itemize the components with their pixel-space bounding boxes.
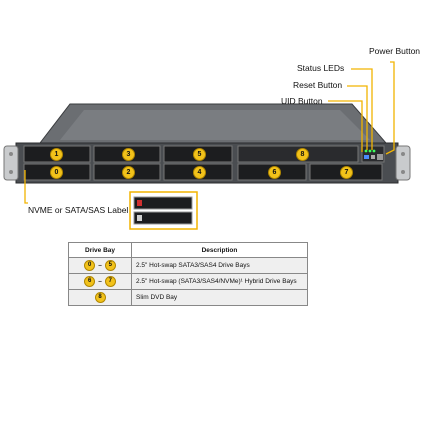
table-row: 6–7 2.5" Hot-swap (SATA3/SAS4/NVMe)¹ Hyb… [68,273,308,290]
bay-range-cell: 6–7 [68,273,132,290]
reset-button-shape [371,155,375,159]
label-inset-drive-top [133,196,193,210]
rack-ear-right [395,145,411,181]
bay-badge-4: 4 [193,166,206,179]
bay-badge: 7 [104,276,116,287]
reset-button-callout: Reset Button [293,80,343,90]
status-leds-callout: Status LEDs [297,63,345,73]
chassis-top-cover-shade [60,110,370,140]
bay-badge-2: 2 [122,166,135,179]
header-description: Description [131,242,308,258]
description-cell: Slim DVD Bay [131,289,308,306]
callout-lines [24,61,395,204]
bay-badge: 0 [84,260,96,271]
bay-badge: 8 [94,292,106,303]
bay-badge-3: 3 [122,148,135,161]
rack-ear-left [3,145,19,181]
bay-badge: 5 [104,260,116,271]
table-row: 0–5 2.5" Hot-swap SATA3/SAS4 Drive Bays [68,257,308,274]
drive-bay-table: Drive Bay Description 0–5 2.5" Hot-swap … [68,242,308,306]
bay-badge-7: 7 [340,166,353,179]
header-drive-bay: Drive Bay [68,242,132,258]
description-cell: 2.5" Hot-swap (SATA3/SAS4/NVMe)¹ Hybrid … [131,273,308,290]
status-led [364,149,368,153]
nvme-label-callout: NVME or SATA/SAS Label [28,205,129,215]
bay-range-cell: 8 [68,289,132,306]
status-led [372,149,376,153]
uid-button-shape [364,155,369,159]
power-button-shape [377,154,383,160]
table-header-row: Drive Bay Description [68,242,308,258]
bay-badge-8: 8 [296,148,309,161]
bay-range-cell: 0–5 [68,257,132,274]
bay-badge-6: 6 [268,166,281,179]
power-button-callout: Power Button [369,46,421,56]
bay-badge: 6 [84,276,96,287]
bay-badge-0: 0 [50,166,63,179]
bay-badge-1: 1 [50,148,63,161]
bay-badge-5: 5 [193,148,206,161]
description-cell: 2.5" Hot-swap SATA3/SAS4 Drive Bays [131,257,308,274]
uid-button-callout: UID Button [281,96,323,106]
label-inset-drive-bottom [133,211,193,225]
table-row: 8 Slim DVD Bay [68,289,308,306]
status-led [368,149,372,153]
